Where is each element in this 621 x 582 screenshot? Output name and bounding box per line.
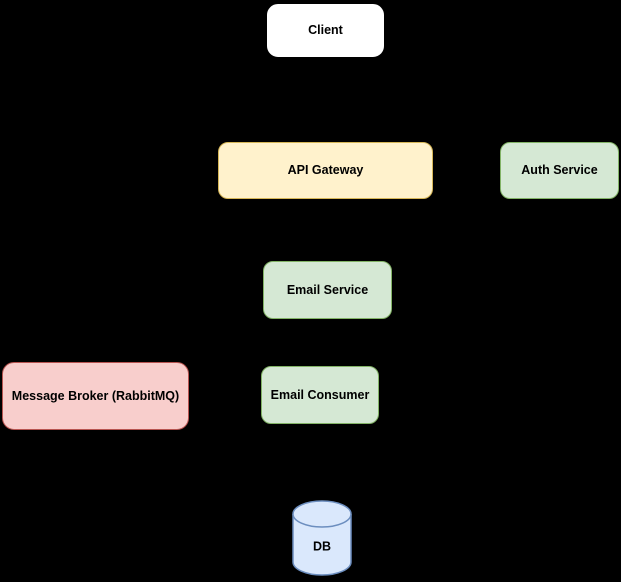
node-client: Client — [266, 3, 385, 58]
node-label: Email Consumer — [270, 387, 370, 402]
node-label: DB — [312, 539, 332, 554]
node-email-service: Email Service — [263, 261, 392, 319]
node-api-gateway: API Gateway — [218, 142, 433, 199]
node-message-broker: Message Broker (RabbitMQ) — [2, 362, 189, 430]
node-label: Message Broker (RabbitMQ) — [11, 388, 180, 403]
node-email-consumer: Email Consumer — [261, 366, 379, 424]
node-label: API Gateway — [287, 163, 364, 177]
node-label: Auth Service — [521, 163, 598, 177]
node-db: DB — [292, 500, 352, 576]
node-auth-service: Auth Service — [500, 142, 619, 199]
database-cylinder-icon — [292, 500, 352, 576]
node-label: Client — [308, 23, 343, 37]
node-label: Email Service — [286, 282, 369, 297]
